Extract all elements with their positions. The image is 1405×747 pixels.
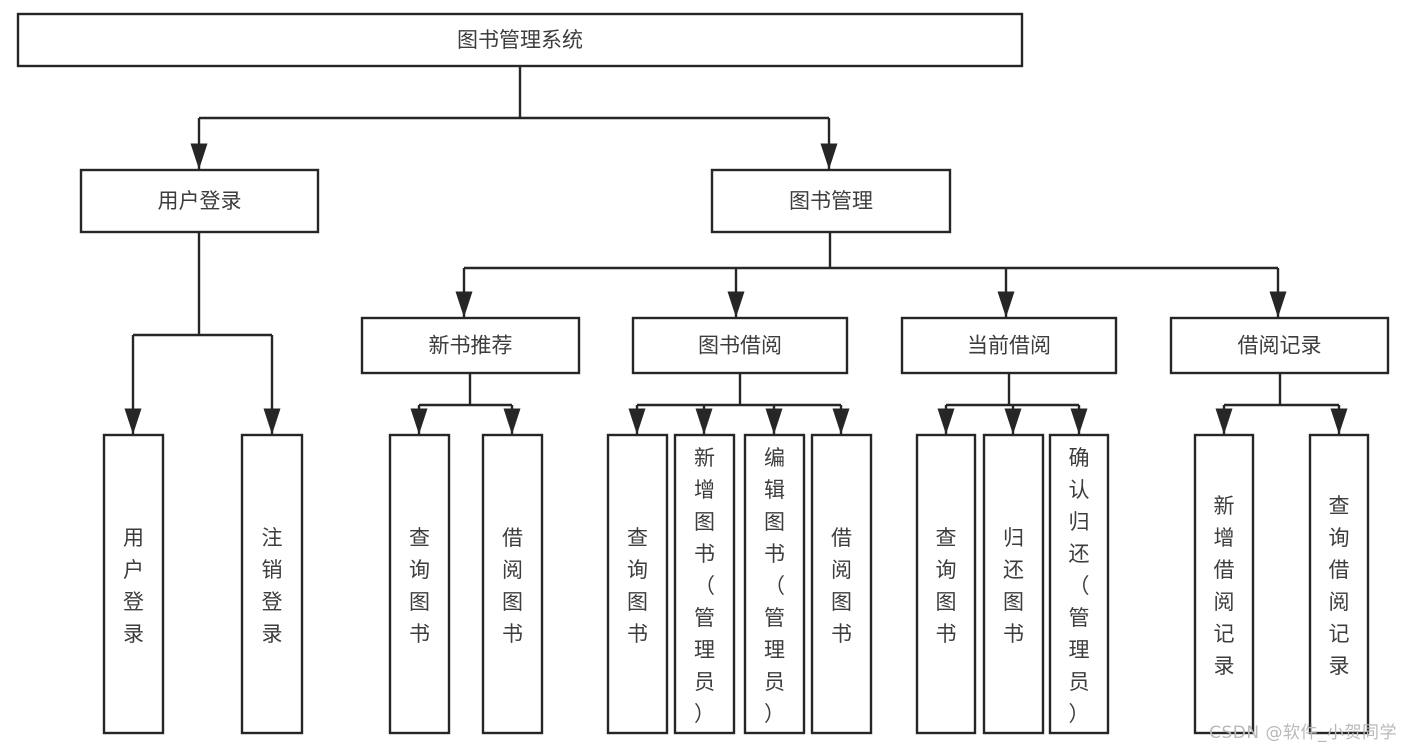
arrow-head-icon [695,408,713,435]
node-label-n_query: 查询图书 [409,526,430,646]
node-root[interactable]: 图书管理系统 [16,12,1024,68]
node-b_edit[interactable]: 编辑图书（管理员） [743,433,806,735]
arrow-head-icon [832,408,850,435]
node-label-b_add: 新增图书（管理员） [694,446,715,726]
node-box-l_login[interactable] [102,433,165,735]
node-label-n_borrow: 借阅图书 [502,526,523,646]
connector-group-g-current [937,373,1088,435]
arrow-head-icon [263,408,281,435]
node-box-records[interactable] [1169,316,1390,375]
arrow-head-icon [455,291,473,318]
node-label-l_logout: 注销登录 [262,526,283,646]
node-b_lend[interactable]: 借阅图书 [810,433,873,735]
node-label-c_confirm: 确认归还（管理员） [1069,446,1090,726]
node-box-n_borrow[interactable] [481,433,544,735]
node-box-bookmgmt[interactable] [710,168,952,234]
arrow-head-icon [1330,408,1348,435]
node-box-b_lend[interactable] [810,433,873,735]
arrow-head-icon [1004,408,1022,435]
node-box-r_query[interactable] [1308,433,1370,735]
arrow-head-icon [503,408,521,435]
arrow-head-icon [190,143,208,170]
connector-group-g-records [1215,373,1348,435]
node-label-r_add: 新增借阅记录 [1214,494,1235,678]
node-label-b_query: 查询图书 [627,526,648,646]
node-label-c_query: 查询图书 [936,526,957,646]
arrow-head-icon [1070,408,1088,435]
node-c_return[interactable]: 归还图书 [982,433,1045,735]
connectors-layer [124,66,1348,435]
connector-group-g-login [124,232,281,435]
node-l_logout[interactable]: 注销登录 [240,433,304,735]
node-bookmgmt[interactable]: 图书管理 [710,168,952,234]
node-box-c_return[interactable] [982,433,1045,735]
node-box-c_query[interactable] [915,433,977,735]
arrow-head-icon [1215,408,1233,435]
node-label-bookmgmt: 图书管理 [789,189,873,213]
node-login[interactable]: 用户登录 [79,168,320,234]
node-box-n_query[interactable] [388,433,451,735]
connector-group-g-borrow [628,373,850,435]
node-label-root: 图书管理系统 [457,28,583,52]
node-label-r_query: 查询借阅记录 [1329,494,1350,678]
arrow-head-icon [820,143,838,170]
nodes-layer: 图书管理系统用户登录图书管理新书推荐图书借阅当前借阅借阅记录用户登录注销登录查询… [16,12,1390,735]
node-box-root[interactable] [16,12,1024,68]
node-r_add[interactable]: 新增借阅记录 [1193,433,1255,735]
node-box-r_add[interactable] [1193,433,1255,735]
connector-group-g-newbook [410,373,521,435]
node-l_login[interactable]: 用户登录 [102,433,165,735]
node-box-b_query[interactable] [606,433,669,735]
node-records[interactable]: 借阅记录 [1169,316,1390,375]
node-box-login[interactable] [79,168,320,234]
arrow-head-icon [1269,291,1287,318]
arrow-head-icon [997,291,1015,318]
arrow-head-icon [727,291,745,318]
node-box-b_add[interactable] [673,433,736,735]
node-label-b_lend: 借阅图书 [831,526,852,646]
node-label-login: 用户登录 [158,189,242,213]
node-label-b_edit: 编辑图书（管理员） [764,446,785,726]
arrow-head-icon [937,408,955,435]
node-c_query[interactable]: 查询图书 [915,433,977,735]
node-box-borrow[interactable] [631,316,849,375]
node-label-current: 当前借阅 [967,334,1051,358]
arrow-head-icon [410,408,428,435]
connector-group-g-book [455,232,1287,318]
arrow-head-icon [628,408,646,435]
node-c_confirm[interactable]: 确认归还（管理员） [1048,433,1110,735]
node-newbook[interactable]: 新书推荐 [360,316,581,375]
node-current[interactable]: 当前借阅 [900,316,1118,375]
node-r_query[interactable]: 查询借阅记录 [1308,433,1370,735]
node-label-borrow: 图书借阅 [698,334,782,358]
node-box-current[interactable] [900,316,1118,375]
node-label-c_return: 归还图书 [1003,526,1024,646]
node-box-l_logout[interactable] [240,433,304,735]
node-n_borrow[interactable]: 借阅图书 [481,433,544,735]
connector-group-g-root [190,66,838,170]
node-label-l_login: 用户登录 [123,526,144,646]
arrow-head-icon [765,408,783,435]
node-label-newbook: 新书推荐 [429,334,513,358]
node-n_query[interactable]: 查询图书 [388,433,451,735]
node-borrow[interactable]: 图书借阅 [631,316,849,375]
node-label-records: 借阅记录 [1238,334,1322,358]
node-box-c_confirm[interactable] [1048,433,1110,735]
node-b_query[interactable]: 查询图书 [606,433,669,735]
node-b_add[interactable]: 新增图书（管理员） [673,433,736,735]
node-box-b_edit[interactable] [743,433,806,735]
node-box-newbook[interactable] [360,316,581,375]
arrow-head-icon [124,408,142,435]
